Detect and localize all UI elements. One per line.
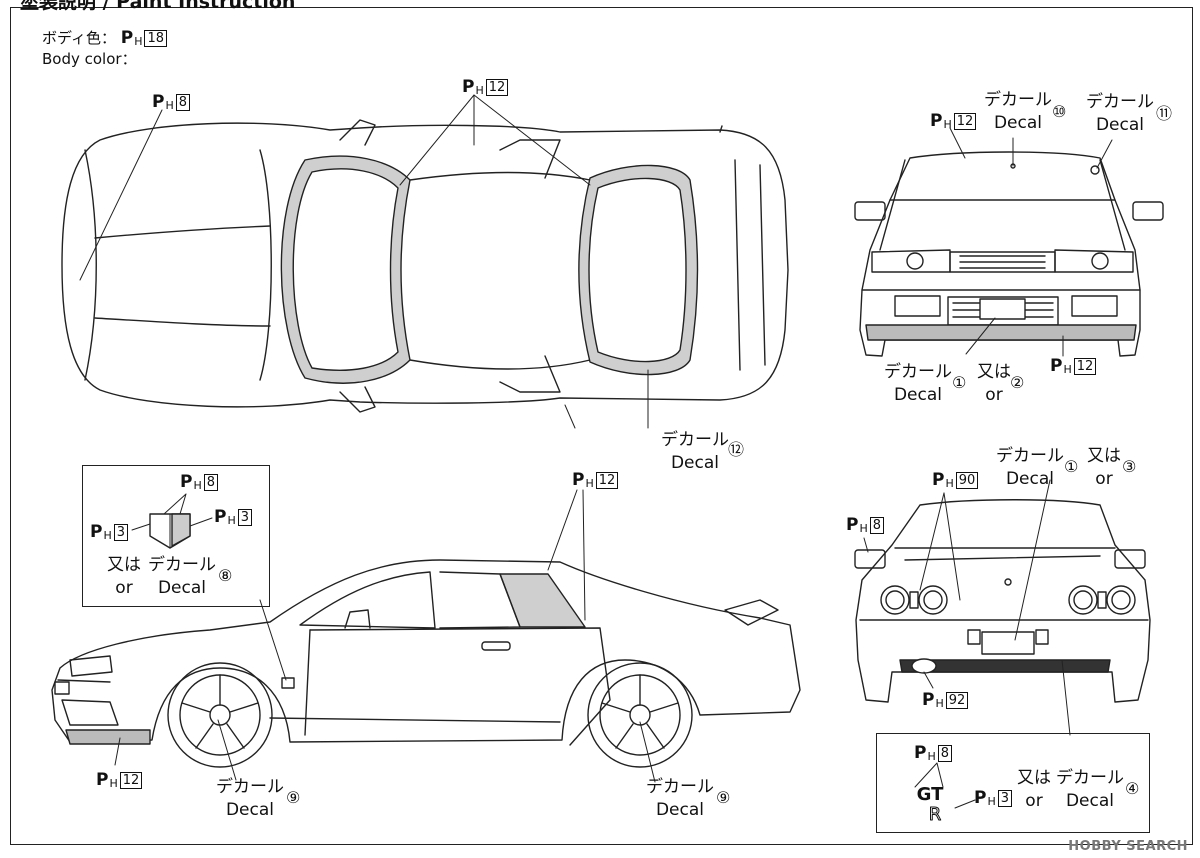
rear-plate-decal-num1: ①: [1064, 457, 1079, 476]
front-plate-decal-num2: ②: [1010, 373, 1025, 392]
decal-12-label: デカール Decal: [661, 430, 729, 473]
gt-emblem-letters: GT: [917, 784, 944, 805]
gt-badge-inset: [82, 465, 270, 607]
gtr-badge-inset: [876, 733, 1150, 833]
r-emblem-letter: R: [929, 804, 942, 825]
rear-plate-decal-num2: ③: [1122, 457, 1137, 476]
top-view-car: [61, 119, 789, 413]
gt-badge-graphic: [131, 493, 213, 549]
decal-10-number: ⑩: [1052, 102, 1067, 121]
side-view-car: [51, 559, 801, 768]
rear-view-car: [854, 499, 1151, 703]
rear-wheel-decal-number: ⑨: [716, 788, 731, 807]
decal-12-number: ⑫: [728, 440, 745, 459]
body-color-label-en: Body color：: [42, 50, 137, 68]
section-header: 塗装説明 / Paint Instruction: [20, 0, 296, 13]
decal-11-number: ⑪: [1156, 104, 1173, 123]
gtr-badge-graphic: GT R: [914, 762, 976, 826]
front-plate-decal-num1: ①: [952, 373, 967, 392]
leader-lines: [79, 94, 1113, 783]
front-view-car: [854, 151, 1164, 357]
gt-inset-decal-number: ⑧: [218, 566, 233, 585]
watermark: HOBBY SEARCH: [1068, 839, 1188, 854]
instruction-frame: [10, 7, 1193, 845]
gtr-inset-decal-number: ④: [1125, 779, 1140, 798]
front-wheel-decal-number: ⑨: [286, 788, 301, 807]
